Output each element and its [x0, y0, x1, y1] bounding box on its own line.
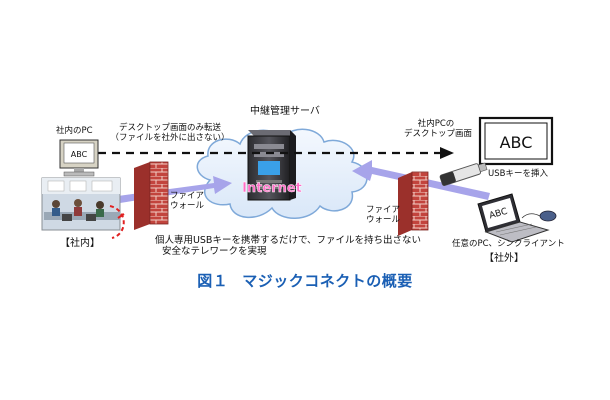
office-photo	[41, 177, 125, 239]
firewall-left-line1: ファイア	[170, 191, 205, 201]
remote-monitor-screen-text: ABC	[500, 133, 533, 152]
usb-insert-label: USBキーを挿入	[488, 169, 548, 179]
server-label: 中継管理サーバ	[250, 106, 320, 117]
usb-key-icon	[439, 162, 488, 187]
transfer-label: デスクトップ画面のみ転送 （ファイルを社外に出さない）	[110, 123, 230, 144]
transfer-label-line2: （ファイルを社外に出さない）	[110, 132, 230, 143]
figure-number: 図１	[197, 272, 229, 290]
firewall-right	[398, 171, 429, 236]
in-office-label: 【社内】	[60, 238, 100, 249]
internet-label: Internet	[242, 181, 302, 196]
figure-title: マジックコネクトの概要	[242, 272, 413, 290]
bottom-description-line1: 個人専用USBキーを携帯するだけで、ファイルを持ち出さない	[154, 235, 422, 246]
figure-caption: 図１ マジックコネクトの概要	[0, 270, 610, 291]
remote-pc-desktop-label: 社内PCの デスクトップ画面	[404, 119, 473, 140]
firewall-right-line1: ファイア	[366, 205, 401, 215]
firewall-left	[134, 161, 169, 230]
firewall-left-label: ファイア ウォール	[170, 191, 205, 212]
remote-laptop: ABC	[477, 193, 557, 243]
remote-pc-line1: 社内PCの	[417, 119, 455, 129]
firewall-left-line2: ウォール	[170, 200, 205, 211]
remote-desktop-monitor: ABC	[478, 116, 554, 166]
transfer-label-line1: デスクトップ画面のみ転送	[118, 123, 221, 133]
out-office-label: 【社外】	[484, 253, 524, 264]
bottom-description-line2: 安全なテレワークを実現	[162, 245, 267, 257]
laptop-screen-text: ABC	[488, 207, 509, 222]
firewall-right-label: ファイア ウォール	[366, 205, 401, 226]
bottom-description: 個人専用USBキーを携帯するだけで、ファイルを持ち出さない 安全なテレワークを実…	[148, 235, 428, 258]
desktop-transfer-line	[98, 147, 454, 159]
firewall-right-line2: ウォール	[366, 214, 401, 225]
internal-pc-icon: ABC	[59, 139, 99, 177]
any-pc-label: 任意のPC、シンクライアント	[452, 239, 565, 249]
remote-pc-line2: デスクトップ画面	[404, 128, 473, 139]
internal-pc-label: 社内のPC	[56, 126, 93, 136]
relay-server	[247, 130, 296, 201]
internal-pc-screen-text: ABC	[71, 150, 88, 159]
